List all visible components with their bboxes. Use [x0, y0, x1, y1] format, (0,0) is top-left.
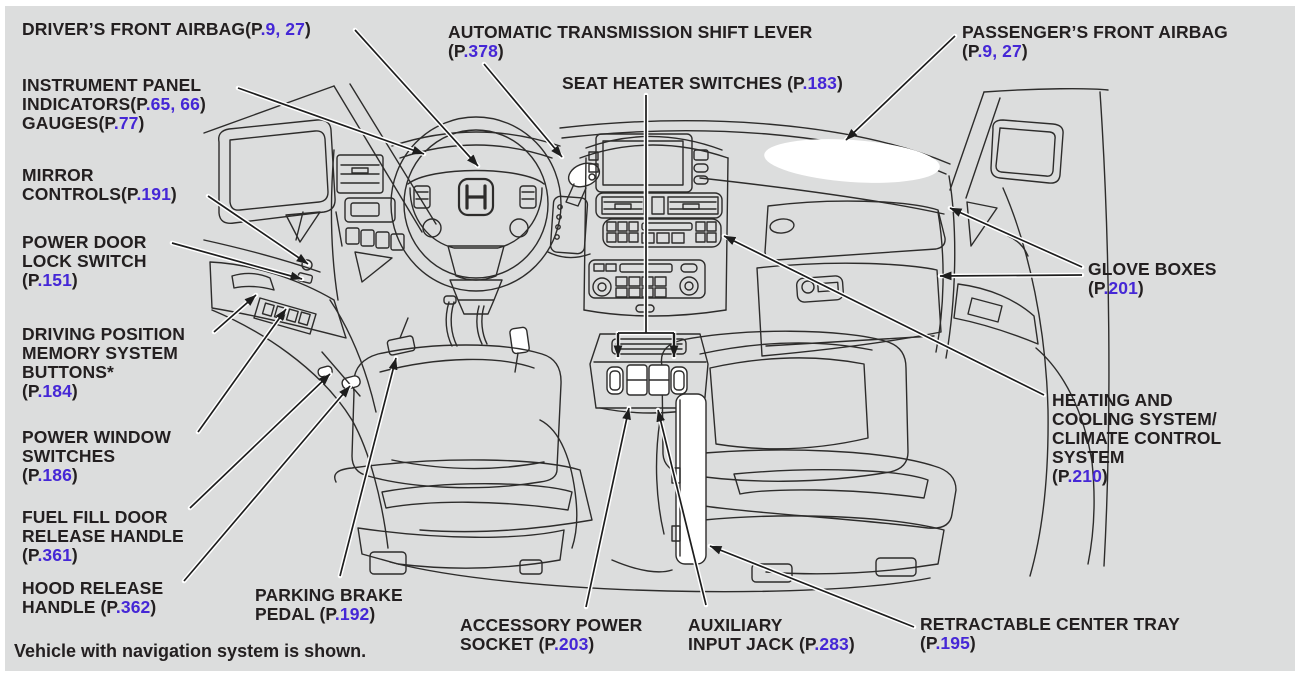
- seat-heater-switch-left: [606, 366, 624, 395]
- label-auxiliary-input-jack: AUXILIARY INPUT JACK (P.283): [688, 615, 855, 654]
- passenger-door: [949, 87, 1110, 577]
- left-a-pillar: [203, 83, 437, 283]
- label-accessory-power-socket: ACCESSORY POWER SOCKET (P.203): [460, 615, 643, 654]
- audio-panel: [602, 218, 722, 248]
- label-fuel-fill-door: FUEL FILL DOOR RELEASE HANDLE (P.361): [22, 507, 184, 565]
- leader-aux-input: [656, 409, 707, 606]
- leader-instrument-panel: [237, 87, 425, 155]
- label-heating-cooling: HEATING AND COOLING SYSTEM/ CLIMATE CONT…: [1052, 390, 1222, 486]
- seat-heater-switch-right: [670, 366, 688, 395]
- label-at-shift-lever: AUTOMATIC TRANSMISSION SHIFT LEVER (P.37…: [448, 22, 813, 61]
- right-side-mirror: [990, 119, 1064, 184]
- upper-glove-box: [764, 200, 946, 261]
- center-stack: [579, 133, 729, 317]
- foot-controls: [317, 317, 416, 397]
- label-mirror-controls: MIRROR CONTROLS(P.191): [22, 165, 177, 204]
- leader-power-door-lock: [171, 242, 303, 281]
- honda-h-icon: [457, 177, 495, 217]
- leader-accessory-power: [585, 407, 631, 608]
- label-parking-brake: PARKING BRAKE PEDAL (P.192): [255, 585, 403, 624]
- leader-seat-heater: [618, 95, 674, 334]
- label-retractable-center-tray: RETRACTABLE CENTER TRAY (P.195): [920, 614, 1180, 653]
- label-driving-position-memory: DRIVING POSITION MEMORY SYSTEM BUTTONS* …: [22, 324, 186, 401]
- passenger-airbag-area: [764, 139, 940, 183]
- label-drivers-front-airbag: DRIVER’S FRONT AIRBAG(P.9, 27): [22, 19, 311, 39]
- passenger-dash: [559, 120, 956, 359]
- leader-driving-position: [213, 294, 257, 333]
- parking-brake-pedal: [386, 335, 416, 356]
- leader-fuel-fill: [189, 373, 331, 509]
- leader-hood-release: [183, 385, 351, 582]
- shift-lever: [547, 162, 601, 259]
- driver-seat: [334, 295, 593, 575]
- center-console: [589, 333, 709, 414]
- leader-power-window: [197, 308, 287, 433]
- leader-glove-lower: [939, 271, 1083, 281]
- driver-door-panel: [203, 239, 389, 549]
- label-instrument-panel: INSTRUMENT PANEL INDICATORS(P.65, 66) GA…: [22, 75, 206, 133]
- steering-wheel: [390, 116, 562, 315]
- leader-shift-lever: [483, 63, 563, 158]
- leader-drivers-airbag: [354, 29, 479, 167]
- label-seat-heater-switches: SEAT HEATER SWITCHES (P.183): [562, 73, 843, 93]
- label-hood-release: HOOD RELEASE HANDLE (P.362): [22, 578, 164, 617]
- leader-mirror-controls: [207, 195, 309, 265]
- leader-retractable-tray: [709, 545, 915, 628]
- label-power-window-switches: POWER WINDOW SWITCHES (P.186): [22, 427, 171, 485]
- leader-lines: [169, 27, 1085, 630]
- left-side-mirror: [218, 119, 343, 247]
- left-dash-vents: [330, 149, 405, 301]
- lower-glove-box: [756, 262, 942, 357]
- label-glove-boxes: GLOVE BOXES (P.201): [1088, 259, 1217, 298]
- footnote: Vehicle with navigation system is shown.: [14, 641, 367, 661]
- floor: [389, 559, 931, 593]
- leader-passenger-airbag: [845, 35, 956, 141]
- label-passenger-front-airbag: PASSENGER’S FRONT AIRBAG (P.9, 27): [962, 22, 1228, 61]
- leader-glove-upper: [949, 207, 1083, 268]
- leader-heating-cooling: [723, 235, 1045, 396]
- label-power-door-lock: POWER DOOR LOCK SWITCH (P.151): [22, 232, 147, 290]
- leader-parking-brake: [339, 357, 398, 577]
